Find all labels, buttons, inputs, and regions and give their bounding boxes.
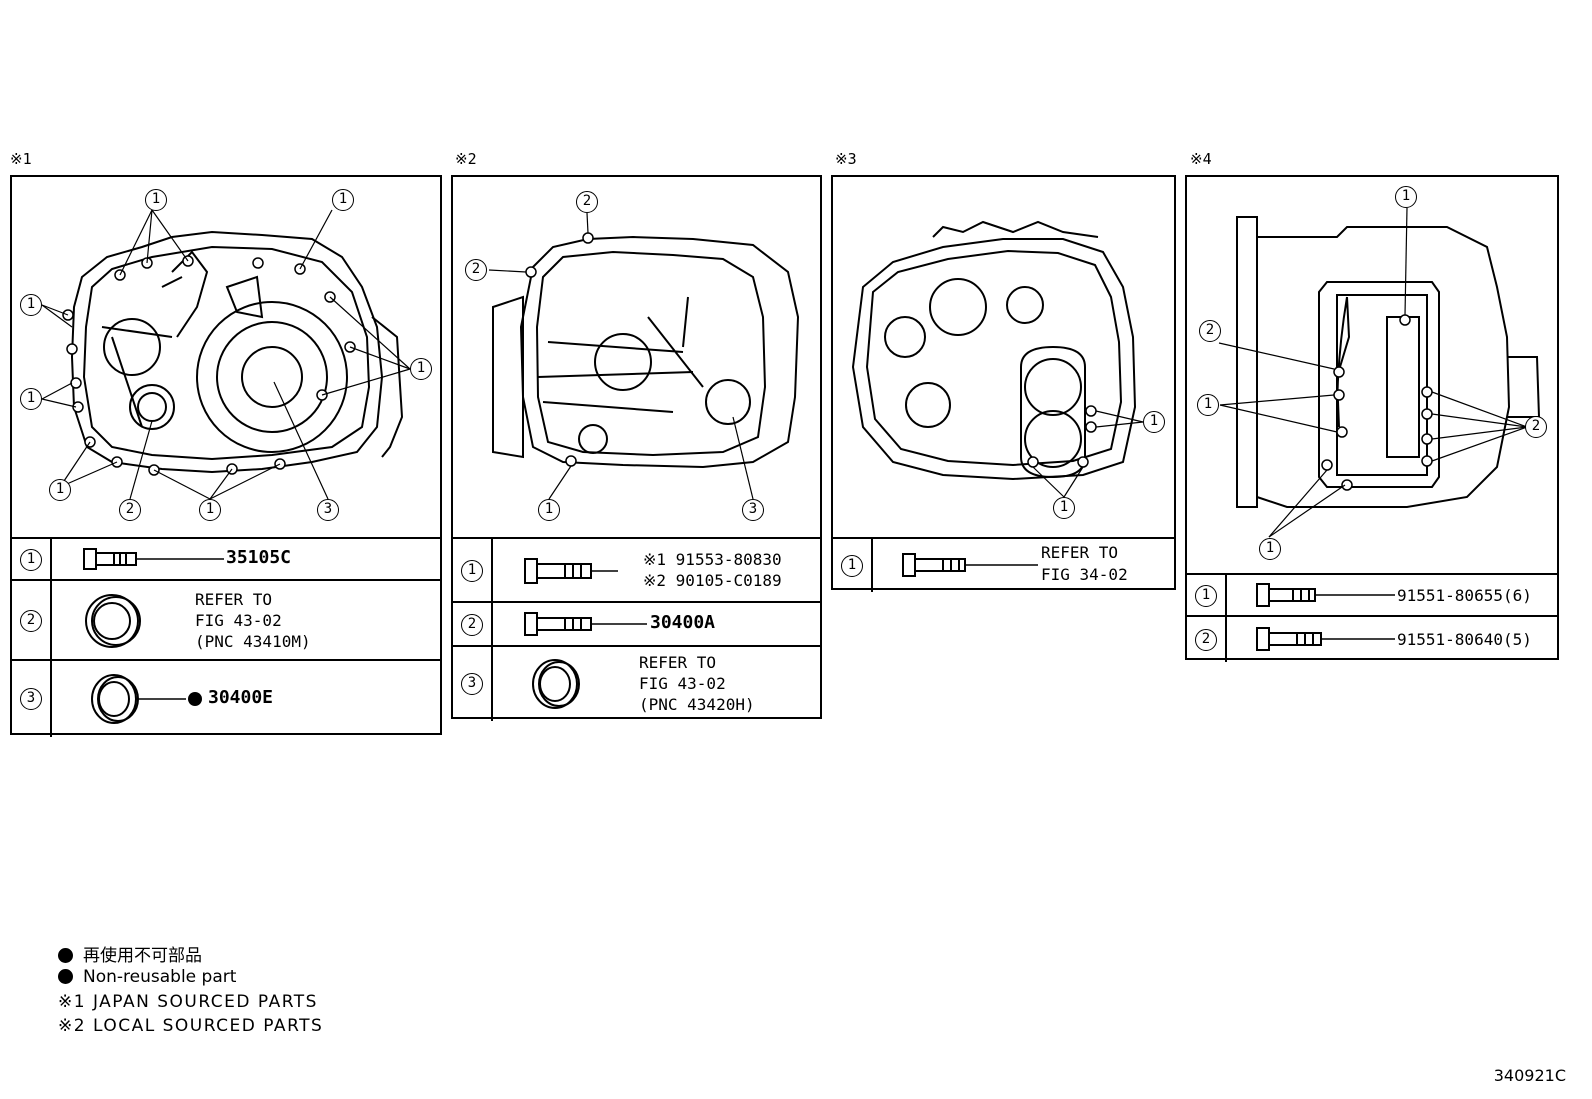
- parts-row-2: 2 REFER TO FIG 43-02 (PNC 43410M): [12, 579, 440, 661]
- bolt-icon: [902, 553, 1038, 577]
- callout-1: 1: [410, 358, 432, 380]
- transaxle-case-drawing: [488, 212, 800, 500]
- bolt-icon: [524, 612, 647, 636]
- row-number-circle: 1: [461, 560, 483, 582]
- non-reusable-dot: [188, 692, 202, 706]
- refer-line-3: (PNC 43420H): [639, 695, 755, 714]
- panel-2-tag: ※2: [455, 150, 477, 168]
- oil-seal-icon: [85, 594, 141, 648]
- callout-2: 2: [119, 499, 141, 521]
- row-number-circle: 1: [20, 549, 42, 571]
- panel-1: 1 1 1 1 1 1 2 1 3 1 35105C 2 REFER TO FI…: [10, 175, 442, 737]
- row-number-circle: 2: [1195, 628, 1217, 651]
- legend-note-2: ※2 LOCAL SOURCED PARTS: [58, 1016, 324, 1036]
- callout-1: 1: [1395, 186, 1417, 208]
- part-number: 91551-80640(5): [1397, 630, 1532, 649]
- callout-3: 3: [317, 499, 339, 521]
- refer-line-1: REFER TO: [639, 653, 717, 672]
- parts-row-1: 1 35105C: [12, 537, 440, 581]
- panel-4: 1 2 1 1 2 1 91551-80655(6) 2 91551-80640…: [1185, 175, 1559, 662]
- parts-row-1: 1 91551-80655(6): [1187, 573, 1557, 617]
- non-reusable-dot-icon: [58, 948, 73, 963]
- transaxle-housing-front-drawing: [41, 209, 411, 500]
- panel-3: 1 1 1 REFER TO FIG 34-02: [831, 175, 1176, 592]
- callout-3: 3: [742, 499, 764, 521]
- variant-line-2: ※2 90105-C0189: [643, 571, 782, 590]
- legend-note-1: ※1 JAPAN SOURCED PARTS: [58, 992, 318, 1012]
- callout-1: 1: [332, 189, 354, 211]
- panel-3-tag: ※3: [835, 150, 857, 168]
- parts-row-3: 3 REFER TO FIG 43-02 (PNC 43420H): [453, 645, 820, 721]
- panel-1-tag: ※1: [10, 150, 32, 168]
- bolt-icon: [83, 548, 224, 570]
- parts-row-1: 1 ※1 91553-80830 ※2 90105-C0189: [453, 537, 820, 603]
- callout-1: 1: [538, 499, 560, 521]
- callout-1: 1: [20, 294, 42, 316]
- row-number-circle: 1: [841, 554, 863, 577]
- bolt-icon: [524, 558, 618, 584]
- bolt-icon: [1256, 627, 1395, 651]
- refer-line-2: FIG 34-02: [1041, 565, 1128, 584]
- row-number-circle: 3: [20, 688, 42, 710]
- parts-row-3: 3 30400E: [12, 659, 440, 737]
- callout-1: 1: [49, 479, 71, 501]
- callout-1: 1: [1197, 394, 1219, 416]
- panel-4-tag: ※4: [1190, 150, 1212, 168]
- refer-line-1: REFER TO: [1041, 543, 1119, 562]
- variant-line-1: ※1 91553-80830: [643, 550, 782, 569]
- legend-jp: 再使用不可部品: [58, 941, 202, 966]
- row-number-circle: 2: [461, 614, 483, 636]
- non-reusable-dot-icon: [58, 969, 73, 984]
- refer-line-2: FIG 43-02: [639, 674, 726, 693]
- refer-line-1: REFER TO: [195, 590, 273, 609]
- part-number: 30400E: [208, 687, 274, 708]
- oil-seal-icon: [91, 674, 202, 724]
- row-number-circle: 2: [20, 610, 42, 632]
- part-number: 91551-80655(6): [1397, 586, 1532, 605]
- parts-row-1: 1 REFER TO FIG 34-02: [833, 537, 1174, 592]
- callout-1: 1: [145, 189, 167, 211]
- legend-nonreusable: Non-reusable part: [58, 967, 236, 987]
- transaxle-oil-pan-drawing: [1218, 207, 1541, 538]
- transaxle-cover-drawing: [851, 220, 1144, 498]
- part-number: 35105C: [226, 547, 292, 568]
- callout-1: 1: [199, 499, 221, 521]
- callout-1: 1: [1053, 497, 1075, 519]
- row-number-circle: 3: [461, 673, 483, 695]
- callout-1: 1: [20, 388, 42, 410]
- callout-2: 2: [1199, 320, 1221, 342]
- part-number: 30400A: [650, 612, 716, 633]
- callout-2: 2: [576, 191, 598, 213]
- bolt-icon: [1256, 583, 1395, 607]
- oil-seal-icon: [532, 659, 580, 709]
- refer-line-2: FIG 43-02: [195, 611, 282, 630]
- parts-row-2: 2 91551-80640(5): [1187, 615, 1557, 662]
- callout-1: 1: [1143, 411, 1165, 433]
- callout-2: 2: [1525, 416, 1547, 438]
- panel-2: 2 2 1 3 1 ※1 91553-80830 ※2 90105-C0189 …: [451, 175, 822, 721]
- parts-row-2: 2 30400A: [453, 601, 820, 647]
- figure-code: 340921C: [1493, 1066, 1566, 1085]
- callout-1: 1: [1259, 538, 1281, 560]
- callout-2: 2: [465, 259, 487, 281]
- row-number-circle: 1: [1195, 585, 1217, 607]
- refer-line-3: (PNC 43410M): [195, 632, 311, 651]
